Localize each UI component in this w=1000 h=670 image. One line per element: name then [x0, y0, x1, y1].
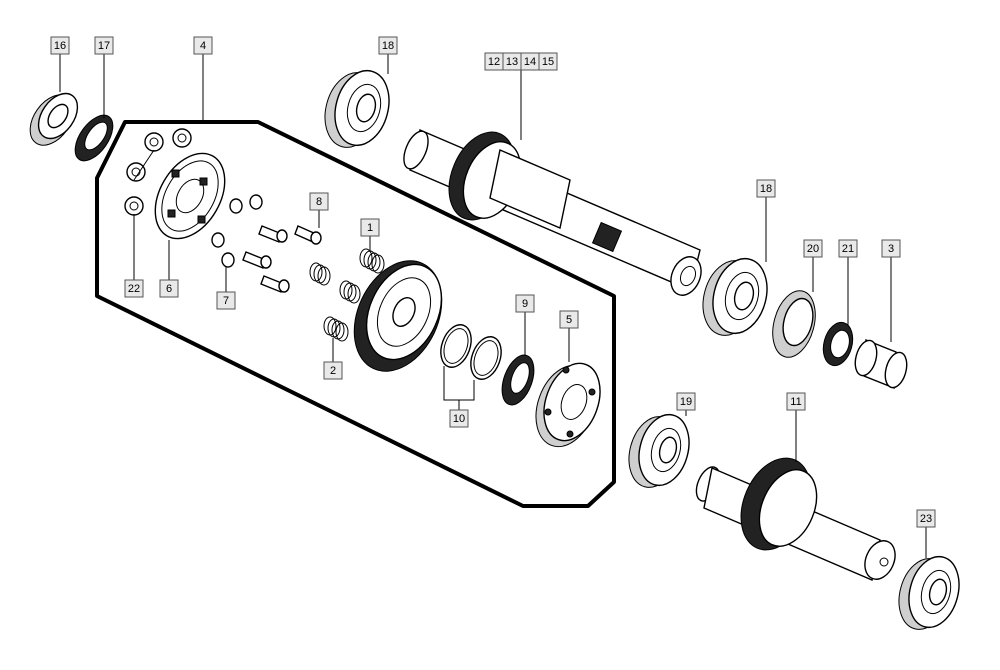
part-3-sleeve [854, 338, 908, 390]
label-18-upper: 18 [378, 36, 398, 55]
leader-lines [59, 54, 927, 558]
label-7: 7 [216, 291, 236, 310]
label-13: 13 [502, 52, 522, 71]
svg-text:8: 8 [316, 196, 322, 208]
label-15: 15 [538, 52, 558, 71]
svg-text:21: 21 [842, 243, 854, 255]
part-6-plate [154, 152, 226, 240]
svg-text:14: 14 [524, 56, 536, 68]
label-11: 11 [786, 392, 806, 411]
label-12: 12 [484, 52, 504, 71]
part-7-pins [211, 194, 263, 268]
label-22: 22 [124, 279, 144, 298]
upper-shaft-12-15 [403, 129, 702, 296]
svg-text:7: 7 [223, 295, 229, 307]
svg-text:17: 17 [98, 40, 110, 52]
svg-text:4: 4 [200, 40, 206, 52]
label-17: 17 [94, 36, 114, 55]
label-10: 10 [449, 409, 469, 428]
label-16: 16 [50, 36, 70, 55]
part-17-washer [74, 114, 114, 162]
label-6: 6 [159, 279, 179, 298]
svg-text:23: 23 [920, 513, 932, 525]
part-18-bearing-right [702, 257, 768, 336]
part-8-bolts [242, 225, 322, 293]
svg-text:15: 15 [542, 56, 554, 68]
part-1-2-springs [309, 248, 385, 342]
label-21: 21 [838, 239, 858, 258]
svg-text:10: 10 [453, 413, 465, 425]
clutch-gear [353, 260, 443, 372]
svg-text:11: 11 [790, 396, 801, 408]
svg-text:22: 22 [128, 283, 140, 295]
part-16-nut [29, 92, 79, 146]
label-19: 19 [676, 392, 696, 411]
label-4: 4 [193, 36, 213, 55]
label-5: 5 [559, 310, 579, 329]
part-20-seal [772, 290, 816, 358]
svg-text:19: 19 [680, 396, 692, 408]
part-21-ring [822, 321, 854, 367]
part-10-rings [440, 324, 502, 380]
svg-text:13: 13 [506, 56, 518, 68]
svg-text:1: 1 [367, 222, 373, 234]
part-23-bearing [898, 555, 960, 630]
assembly-group-outline [95, 120, 616, 508]
part-9-seal [501, 354, 535, 406]
lower-shaft-11 [695, 457, 896, 581]
svg-text:5: 5 [566, 314, 572, 326]
svg-text:9: 9 [522, 298, 528, 310]
label-23: 23 [916, 509, 936, 528]
part-19-bearing [628, 413, 690, 488]
svg-text:2: 2 [330, 365, 336, 377]
svg-text:6: 6 [166, 283, 172, 295]
label-8: 8 [309, 192, 329, 211]
label-3: 3 [881, 239, 901, 258]
svg-text:20: 20 [807, 243, 819, 255]
label-18-right: 18 [756, 179, 776, 198]
part-18-bearing-upper [324, 69, 390, 148]
label-20: 20 [803, 239, 823, 258]
svg-text:16: 16 [54, 40, 66, 52]
callout-labels: 16 17 4 18 12 13 14 15 18 8 1 20 21 3 22… [50, 36, 936, 528]
label-14: 14 [520, 52, 540, 71]
svg-text:18: 18 [382, 40, 394, 52]
svg-text:12: 12 [488, 56, 500, 68]
svg-text:3: 3 [888, 243, 894, 255]
svg-text:18: 18 [760, 183, 772, 195]
label-9: 9 [515, 294, 535, 313]
label-2: 2 [323, 361, 343, 380]
part-5-hub [535, 362, 601, 448]
label-1: 1 [360, 218, 380, 237]
